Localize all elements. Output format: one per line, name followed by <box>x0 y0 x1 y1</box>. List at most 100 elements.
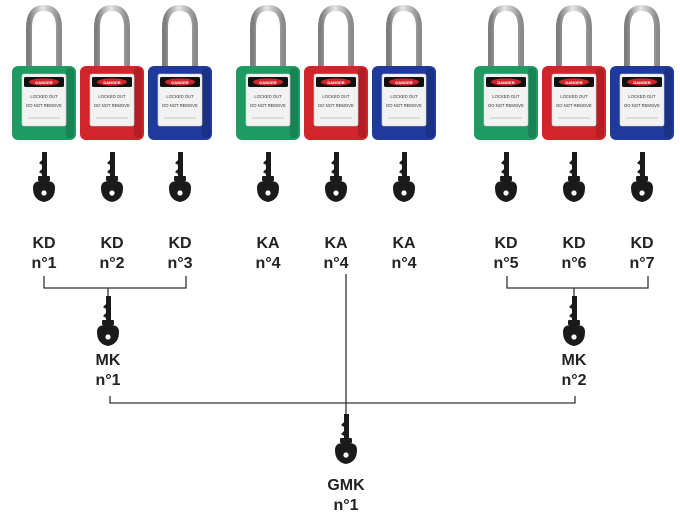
padlock-body-shade <box>202 68 210 138</box>
padlock: DANGER LOCKED OUT DO NOT REMOVE <box>12 4 76 140</box>
padlock-label-text: DO NOT REMOVE <box>488 103 524 108</box>
padlock-shackle <box>318 4 354 73</box>
padlock-danger-oval <box>627 78 657 86</box>
padlock-label-text: LOCKED OUT <box>322 94 350 99</box>
padlock-label-text: LOCKED OUT <box>390 94 418 99</box>
master-key-item: MKn°2 <box>561 296 587 389</box>
key-icon <box>563 296 585 346</box>
padlock-label-text: LOCKED OUT <box>628 94 656 99</box>
padlock-shackle <box>556 4 592 73</box>
padlock-danger-oval <box>491 78 521 86</box>
key-item: KD n°1 <box>31 152 57 272</box>
padlock-danger-text: DANGER <box>259 80 276 85</box>
key-number-label: n°2 <box>99 255 124 272</box>
master-key-row: MK n°1 MKn°2 <box>95 296 587 389</box>
padlock-label-text: LOCKED OUT <box>560 94 588 99</box>
padlock-body-shade <box>528 68 536 138</box>
padlock-shackle <box>26 4 62 73</box>
key-icon <box>563 152 585 202</box>
padlock-danger-oval <box>559 78 589 86</box>
key-type-label: KA <box>324 235 348 252</box>
padlock-danger-oval <box>253 78 283 86</box>
padlock-label-text: DO NOT REMOVE <box>624 103 660 108</box>
master-key-number-label: n°1 <box>95 372 120 389</box>
key-row: KDn°1KDn°2KDn°3KAn°4KAn°4KAn°4KDn°5KDn°6… <box>31 152 655 272</box>
padlock-danger-text: DANGER <box>565 80 582 85</box>
key-icon <box>631 152 653 202</box>
key-item: KA n°4 <box>391 152 417 272</box>
padlock-label-text: DO NOT REMOVE <box>250 103 286 108</box>
padlock-row: DANGER LOCKED OUT DO NOT REMOVE DANGER LOCKE… <box>12 4 674 140</box>
padlock-label-text: DO NOT REMOVE <box>386 103 422 108</box>
key-number-label: n°1 <box>31 255 56 272</box>
padlock-shackle <box>488 4 524 73</box>
key-item: KD n°5 <box>493 152 519 272</box>
key-type-label: KA <box>392 235 416 252</box>
key-type-label: KD <box>32 235 55 252</box>
key-item: KD n°6 <box>561 152 587 272</box>
padlock-label-text: DO NOT REMOVE <box>26 103 62 108</box>
key-item: KAn°4 <box>323 152 349 272</box>
padlock: DANGER LOCKED OUT DO NOT REMOVE <box>236 4 300 140</box>
padlock: DANGER LOCKED OUT DO NOT REMOVE <box>542 4 606 140</box>
key-item: KD n°2 <box>99 152 125 272</box>
grand-master-key-number-label: n°1 <box>333 497 358 514</box>
padlock-danger-text: DANGER <box>327 80 344 85</box>
key-number-label: n°6 <box>561 255 586 272</box>
padlock-shackle <box>624 4 660 73</box>
padlock-body-shade <box>66 68 74 138</box>
padlock: DANGER LOCKED OUT DO NOT REMOVE <box>610 4 674 140</box>
padlock-label-text: DO NOT REMOVE <box>556 103 592 108</box>
key-type-label: KA <box>256 235 280 252</box>
padlock-body-shade <box>358 68 366 138</box>
key-icon <box>101 152 123 202</box>
hierarchy-lines <box>43 274 649 414</box>
padlock-label-text: DO NOT REMOVE <box>318 103 354 108</box>
padlock: DANGER LOCKED OUT DO NOT REMOVE <box>304 4 368 140</box>
padlock-danger-oval <box>321 78 351 86</box>
padlock-shackle <box>162 4 198 73</box>
padlock-danger-text: DANGER <box>171 80 188 85</box>
group3-bracket <box>506 276 649 289</box>
padlock-label-text: DO NOT REMOVE <box>162 103 198 108</box>
key-type-label: KD <box>494 235 517 252</box>
key-icon <box>33 152 55 202</box>
key-item: KA n°4 <box>255 152 281 272</box>
key-type-label: KD <box>562 235 585 252</box>
key-number-label: n°3 <box>167 255 192 272</box>
key-number-label: n°4 <box>391 255 416 272</box>
padlock-body-shade <box>134 68 142 138</box>
padlock-label-text: LOCKED OUT <box>98 94 126 99</box>
key-icon <box>325 152 347 202</box>
padlock-danger-oval <box>97 78 127 86</box>
key-number-label: n°7 <box>629 255 654 272</box>
padlock-danger-text: DANGER <box>395 80 412 85</box>
padlock-body-shade <box>596 68 604 138</box>
padlock-label-text: LOCKED OUT <box>492 94 520 99</box>
padlock-shackle <box>94 4 130 73</box>
padlock-danger-text: DANGER <box>633 80 650 85</box>
master-key-type-label: MK <box>96 352 121 369</box>
grand-master-key-type-label: GMK <box>327 477 365 494</box>
padlock-danger-oval <box>165 78 195 86</box>
padlock-danger-text: DANGER <box>35 80 52 85</box>
key-icon <box>169 152 191 202</box>
key-type-label: KD <box>630 235 653 252</box>
padlock-label-text: LOCKED OUT <box>254 94 282 99</box>
padlock-danger-text: DANGER <box>103 80 120 85</box>
key-type-label: KD <box>168 235 191 252</box>
padlock-label-text: LOCKED OUT <box>30 94 58 99</box>
padlock-label-text: DO NOT REMOVE <box>94 103 130 108</box>
group1-bracket <box>43 276 187 289</box>
key-icon <box>495 152 517 202</box>
key-number-label: n°4 <box>255 255 280 272</box>
key-item: KD n°3 <box>167 152 193 272</box>
master-key-number-label: n°2 <box>561 372 586 389</box>
key-type-label: KD <box>100 235 123 252</box>
padlock-body-shade <box>290 68 298 138</box>
key-icon <box>97 296 119 346</box>
padlock-danger-oval <box>389 78 419 86</box>
key-number-label: n°5 <box>493 255 518 272</box>
